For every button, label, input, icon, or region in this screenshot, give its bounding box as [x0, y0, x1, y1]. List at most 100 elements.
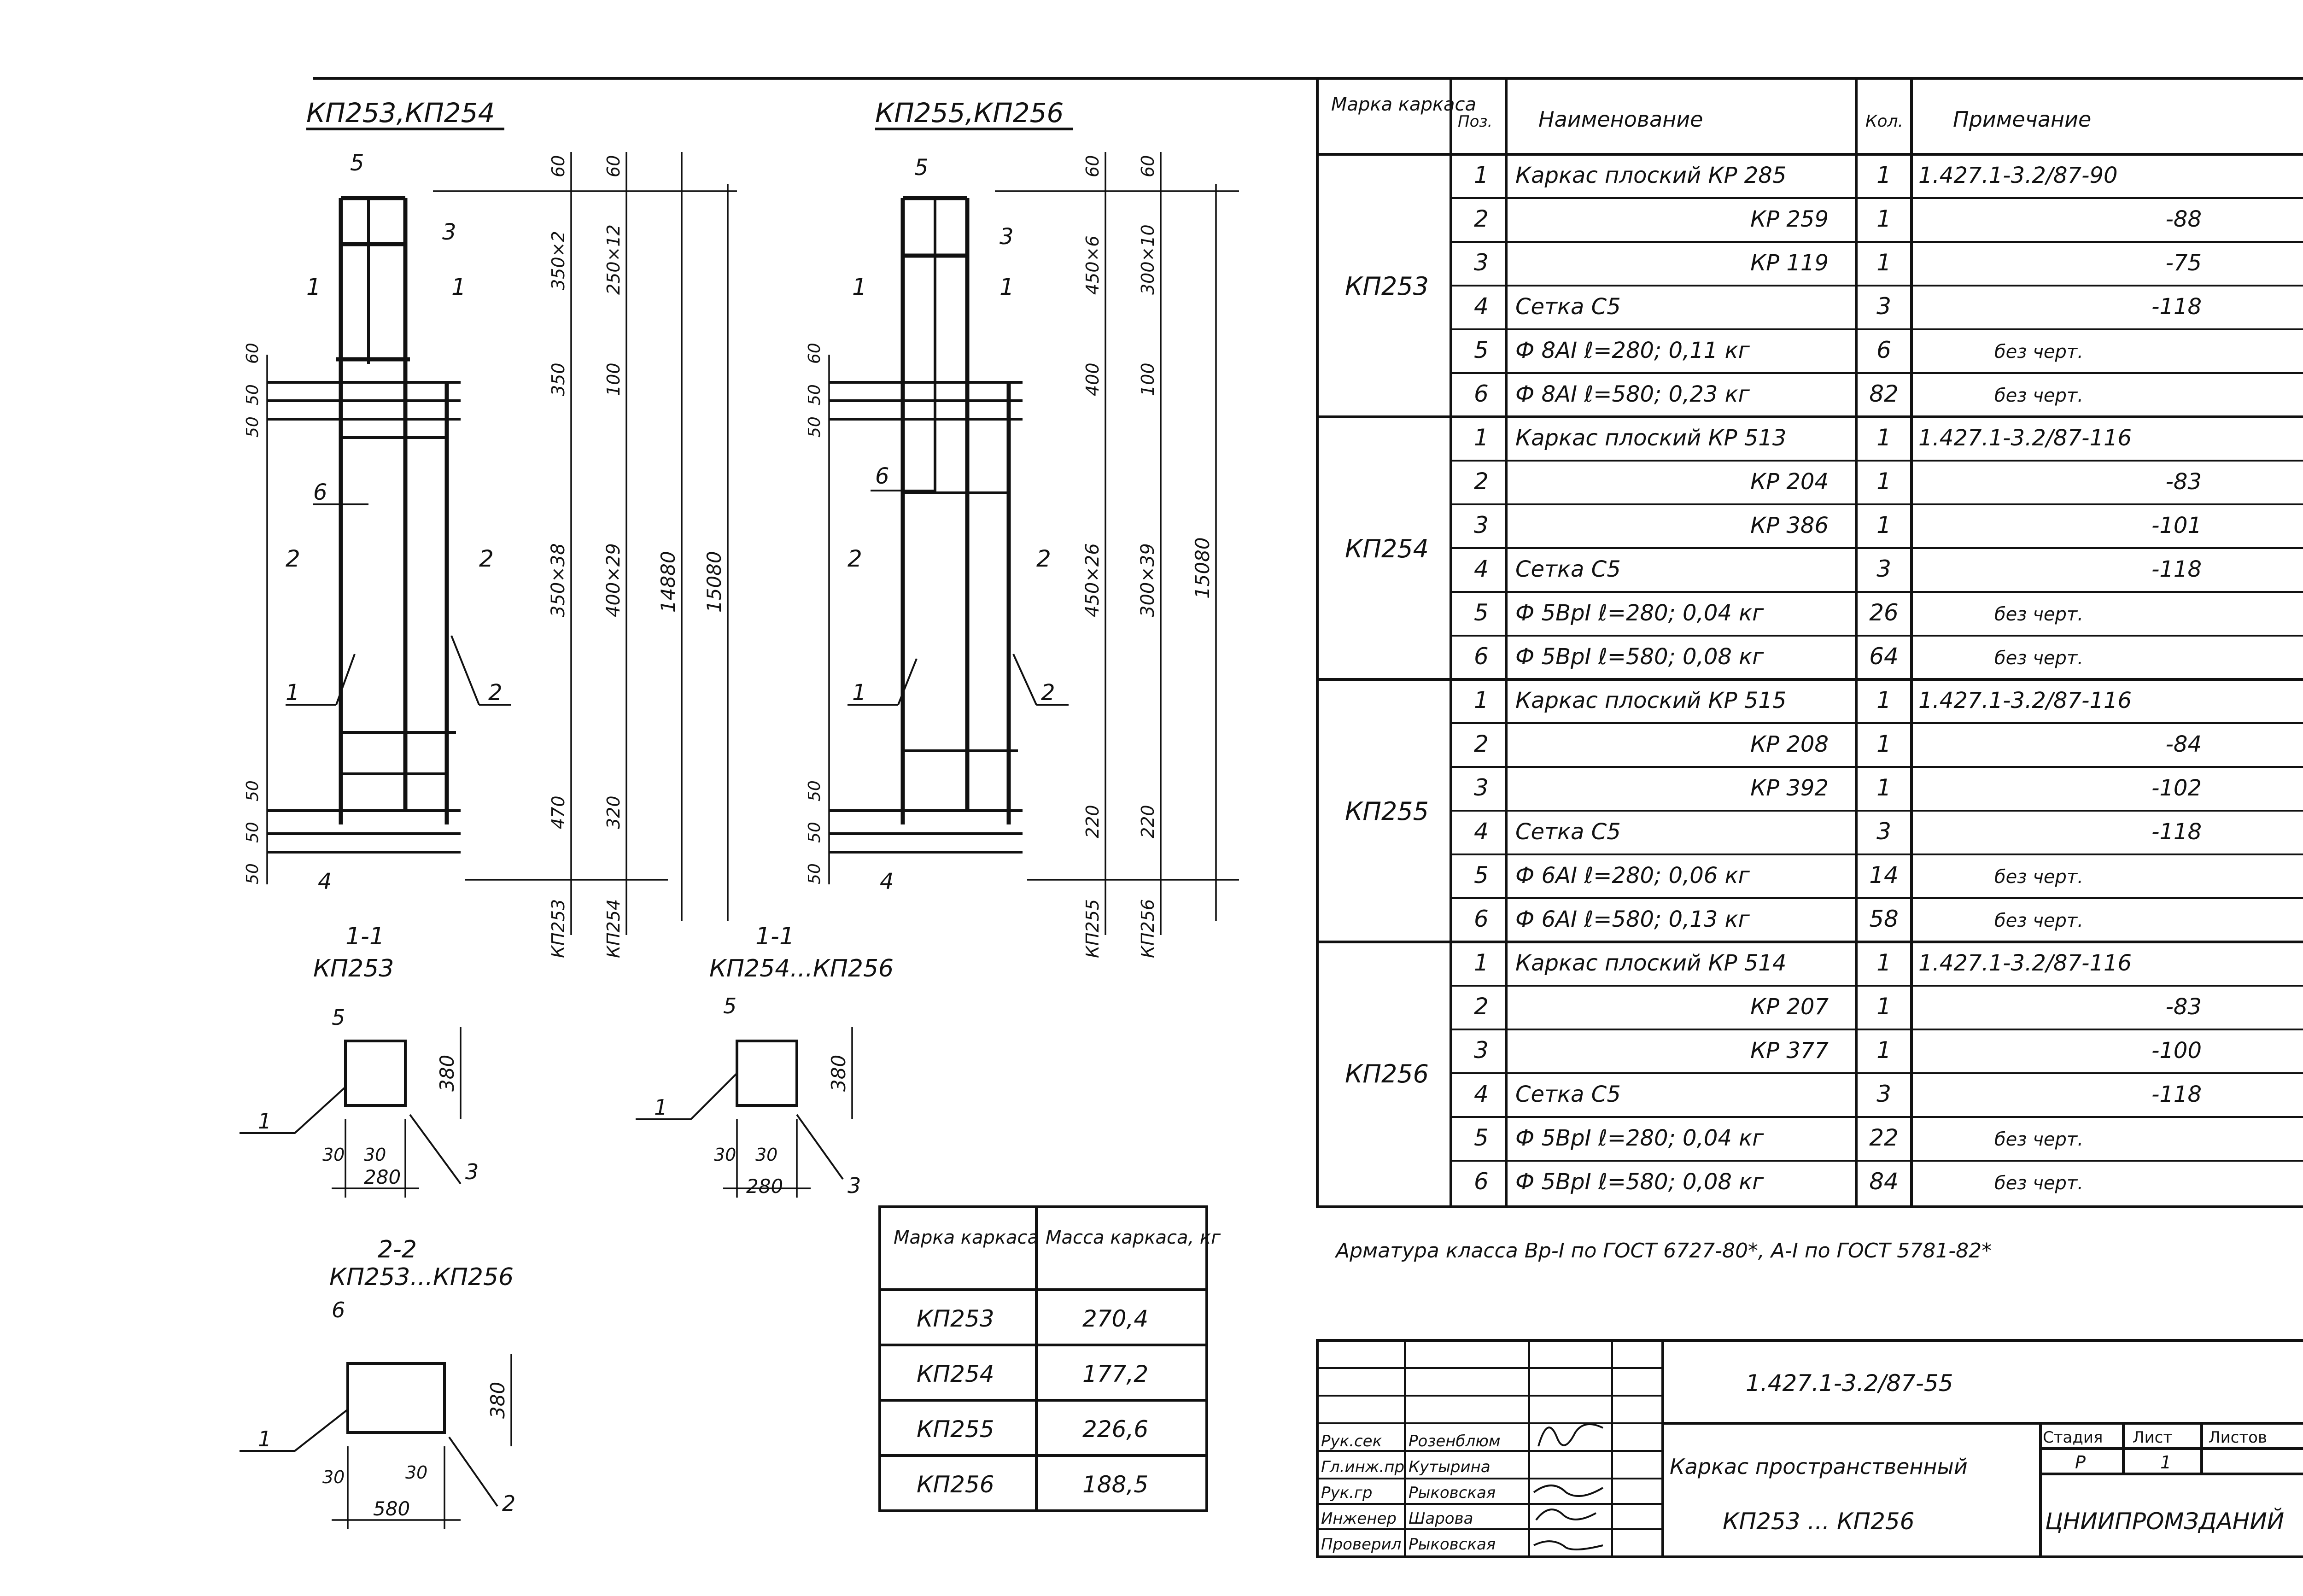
spec-row-pos: 4: [1474, 293, 1489, 320]
view-a-callout: 2: [286, 545, 300, 572]
spec-row-name: КР 204: [1750, 469, 1829, 495]
spec-row-note: -118: [2151, 819, 2202, 845]
spec-row-note: 1.427.1-3.2/87-116: [1918, 950, 2132, 976]
sheets-header: Листов: [2209, 1428, 2267, 1447]
section-dim: 280: [746, 1175, 783, 1198]
view-b-callout: 2: [1041, 680, 1055, 706]
section-frame: [346, 1362, 446, 1434]
view-a-callout: 6: [313, 479, 327, 505]
spec-row-qty: 1: [1876, 1037, 1891, 1064]
staff-role: Рук.сек: [1321, 1432, 1382, 1450]
view-a-callout: 1: [306, 274, 321, 300]
view-b-leader: [1012, 654, 1037, 705]
staff-name: Шарова: [1409, 1509, 1473, 1528]
spec-header-qty: Кол.: [1865, 112, 1903, 131]
section-label: 3: [465, 1159, 479, 1184]
section-label: 6: [332, 1298, 345, 1322]
view-b-callout: 6: [875, 463, 889, 489]
spec-row-note: -118: [2151, 294, 2202, 320]
spec-row-note: -101: [2151, 513, 2202, 538]
view-b-callout: 1: [1000, 274, 1014, 300]
spec-row-note: без черт.: [1994, 341, 2083, 362]
spec-row-note: -100: [2151, 1038, 2202, 1064]
view-a-dim-left-3: 50: [243, 416, 262, 438]
staff-name: Рыковская: [1409, 1535, 1496, 1554]
sheet-value: 1: [2160, 1452, 2171, 1473]
spec-row-qty: 22: [1869, 1124, 1899, 1151]
spec-row-name: Ф 6АI ℓ=280; 0,06 кг: [1515, 863, 1750, 889]
view-b-dim-left-2: 50: [805, 384, 824, 405]
spec-header-pos: Поз.: [1458, 112, 1492, 131]
view-a: КП253,КП254 60 50 50 50 50 50: [243, 97, 737, 958]
view-b-dim-c2-1: 60: [1138, 155, 1158, 177]
staff-name: Кутырина: [1409, 1458, 1491, 1476]
spec-row-qty: 3: [1876, 818, 1891, 845]
section-dim: 30: [755, 1145, 777, 1165]
view-b-dim-c2-6: КП256: [1138, 899, 1158, 958]
spec-row-note: -88: [2166, 206, 2202, 232]
spec-row-name: Ф 6АI ℓ=580; 0,13 кг: [1515, 906, 1750, 932]
spec-row-note: -83: [2166, 469, 2202, 495]
view-a-dim-c1-3: 350: [548, 362, 568, 396]
spec-row-pos: 2: [1474, 731, 1489, 757]
staff-name: Розенблюм: [1409, 1432, 1501, 1450]
spec-row-qty: 1: [1876, 162, 1891, 188]
spec-row-pos: 1: [1474, 687, 1489, 713]
section-label: 5: [723, 994, 736, 1018]
leader: [796, 1114, 844, 1180]
spec-row-name: КР 386: [1750, 513, 1829, 538]
view-a-dim-c1-4: 350×38: [548, 543, 569, 617]
view-b-dim-left-1: 60: [805, 343, 824, 364]
spec-row-name: Каркас плоский КР 513: [1515, 425, 1786, 451]
spec-row-qty: 1: [1876, 512, 1891, 538]
view-a-leader: [450, 635, 480, 705]
spec-row-qty: 1: [1876, 468, 1891, 495]
reinforcement-note: Арматура класса Вр-I по ГОСТ 6727-80*, А…: [1334, 1239, 1992, 1263]
view-b-dim-c1-1: 60: [1082, 155, 1103, 177]
spec-row-name: КР 119: [1750, 250, 1829, 276]
title-block: 1.427.1-3.2/87-55 Каркас пространственны…: [1316, 1339, 2303, 1558]
signature: [1533, 1485, 1604, 1497]
view-a-callout: 1: [451, 274, 466, 300]
spec-row-qty: 3: [1876, 293, 1891, 320]
view-a-dim-left-4: 50: [243, 780, 262, 801]
spec-group-mark: КП253: [1345, 272, 1429, 301]
spec-row-name: Ф 5ВрI ℓ=280; 0,04 кг: [1515, 1125, 1764, 1151]
spec-row-pos: 3: [1474, 774, 1489, 801]
spec-row-note: без черт.: [1994, 1129, 2083, 1150]
view-b: КП255,КП256 60 50 50 50 50 50 60 450×6 4…: [805, 97, 1239, 958]
spec-row-pos: 5: [1474, 599, 1489, 626]
view-b-callout: 1: [852, 274, 867, 300]
spec-header-note: Примечание: [1953, 107, 2091, 132]
spec-row-pos: 2: [1474, 468, 1489, 495]
section-dim: 580: [373, 1497, 410, 1520]
view-b-dim-left-3: 50: [805, 416, 824, 438]
view-a-dim-c2-1: 60: [603, 155, 624, 177]
section-label: 1: [654, 1095, 667, 1120]
view-b-callout: 2: [848, 545, 862, 572]
spec-table-frame: [1316, 77, 2303, 1208]
spec-row-name: Сетка С5: [1515, 1082, 1621, 1107]
leader: [690, 1072, 738, 1120]
view-a-callout: 4: [318, 869, 332, 894]
spec-row-note: без черт.: [1994, 604, 2083, 625]
view-b-title: КП255,КП256: [875, 97, 1064, 129]
mass-row-value: 270,4: [1082, 1305, 1148, 1332]
spec-row-pos: 5: [1474, 862, 1489, 889]
spec-row-pos: 3: [1474, 249, 1489, 276]
view-a-dim-c1-5: 470: [548, 795, 568, 829]
mass-row-value: 177,2: [1082, 1361, 1148, 1387]
spec-row-pos: 6: [1474, 1168, 1489, 1195]
spec-row-name: КР 259: [1750, 206, 1829, 232]
spec-row-name: Каркас плоский КР 285: [1515, 163, 1786, 188]
view-b-callout: 1: [852, 680, 866, 706]
view-a-dim-c2-5: 320: [603, 795, 624, 829]
spec-row-name: Сетка С5: [1515, 294, 1621, 320]
spec-row-name: Ф 5ВрI ℓ=280; 0,04 кг: [1515, 600, 1764, 626]
staff-role: Инженер: [1321, 1509, 1397, 1528]
view-b-dim-left-4: 50: [805, 780, 824, 801]
section-frame: [344, 1040, 407, 1107]
